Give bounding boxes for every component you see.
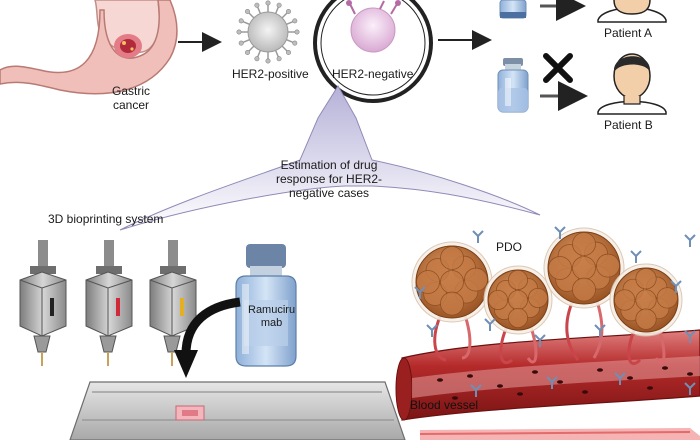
her2-positive-cell-icon: [236, 0, 300, 64]
antibody-icon: [684, 382, 696, 395]
gastric-label-line2: cancer: [112, 98, 150, 112]
antibody-group: [414, 226, 696, 397]
drug-label-line2: mab: [260, 317, 283, 329]
drug-vial-bottom-icon: [497, 58, 529, 113]
estimation-line3: negative cases: [288, 186, 370, 200]
antibody-icon: [594, 324, 606, 337]
patient-b-icon: [597, 53, 667, 115]
antibody-icon: [684, 234, 696, 247]
organoid-group: [411, 227, 683, 366]
patient-a-label: Patient A: [604, 26, 653, 40]
antibody-icon: [554, 226, 566, 239]
antibody-icon: [684, 330, 696, 343]
blood-vessel-label: Blood vessel: [410, 398, 479, 412]
antibody-icon: [426, 324, 438, 337]
vessel-cells: [437, 366, 693, 400]
antibody-icon: [484, 318, 496, 331]
print-head-icon: [19, 240, 67, 366]
ramucirumab-vial-icon: [235, 244, 297, 367]
print-head-icon: [85, 240, 133, 366]
antibody-icon: [414, 286, 426, 299]
antibody-icon: [630, 250, 642, 263]
gastric-cancer-label: Gastric cancer: [112, 84, 150, 112]
antibody-icon: [546, 376, 558, 389]
bioprinting-system-illustration: [19, 240, 197, 366]
drug-label: Ramuciru mab: [248, 304, 295, 330]
antibody-icon: [670, 280, 682, 293]
her2-negative-label: HER2-negative: [332, 67, 414, 81]
estimation-line2: response for HER2-: [276, 172, 383, 186]
printer-bed-illustration: [69, 381, 406, 440]
antibody-icon: [534, 334, 546, 347]
drug-vial-top-icon: [499, 0, 527, 19]
curved-arrow-to-printer: [181, 297, 241, 355]
pdo-label: PDO: [496, 240, 523, 254]
her2-positive-label: HER2-positive: [232, 67, 309, 81]
patient-b-label: Patient B: [604, 118, 653, 132]
print-head-icon: [149, 240, 197, 366]
cross-icon: [543, 53, 573, 83]
her2-negative-cell-icon: [346, 0, 401, 53]
patient-a-icon: [597, 0, 667, 23]
bioprinting-label: 3D bioprinting system: [48, 212, 164, 226]
stomach-illustration: [0, 0, 178, 95]
pdo-vessel-illustration: [395, 329, 700, 440]
drug-label-line1: Ramuciru: [248, 304, 296, 316]
estimation-line1: Estimation of drug: [280, 158, 378, 172]
gastric-label-line1: Gastric: [112, 84, 151, 98]
antibody-icon: [472, 230, 484, 243]
estimation-label: Estimation of drug response for HER2- ne…: [276, 158, 382, 200]
estimation-arc-arrow: [119, 85, 541, 231]
antibody-icon: [470, 384, 482, 397]
antibody-icon: [614, 372, 626, 385]
